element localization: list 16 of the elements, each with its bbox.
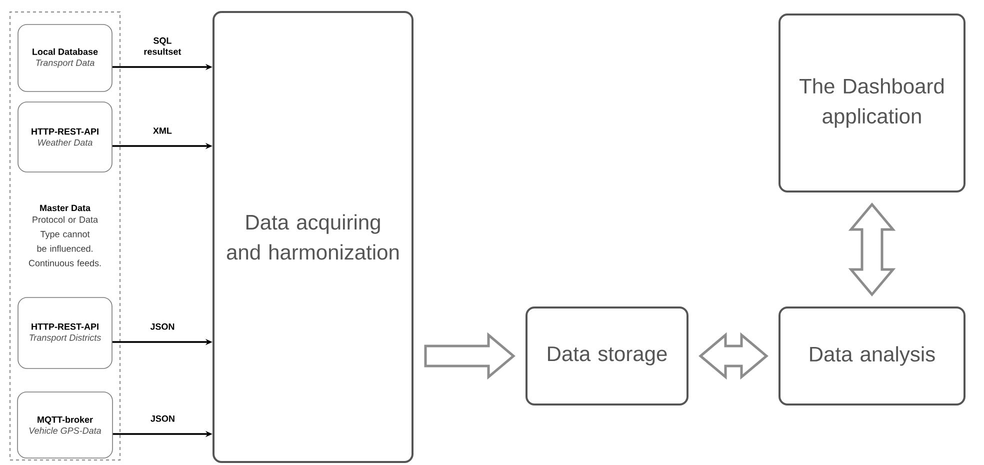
source-box: MQTT-broker Vehicle GPS-Data [17,392,113,458]
process-box: Data acquiring and harmonization [212,11,414,463]
source-box: Local Database Transport Data [18,24,112,92]
edge-label: SQL resultset [144,37,182,55]
group-note: Protocol or Data Type cannot be influenced. Continuous feeds. [28,216,101,266]
edge-label: XML [153,128,172,134]
edge-label: JSON [150,415,174,422]
block-arrow [424,332,516,380]
process-box: Data analysis [778,306,966,406]
source-box: HTTP-REST-API Weather Data [18,102,112,172]
edge-label: JSON [150,323,174,330]
process-box: The Dashboard application [778,14,966,192]
source-box: HTTP-REST-API Transport Districts [18,297,112,369]
dashed-group-box [9,11,121,461]
group-heading: Master Data [40,204,91,212]
process-box: Data storage [526,306,688,406]
